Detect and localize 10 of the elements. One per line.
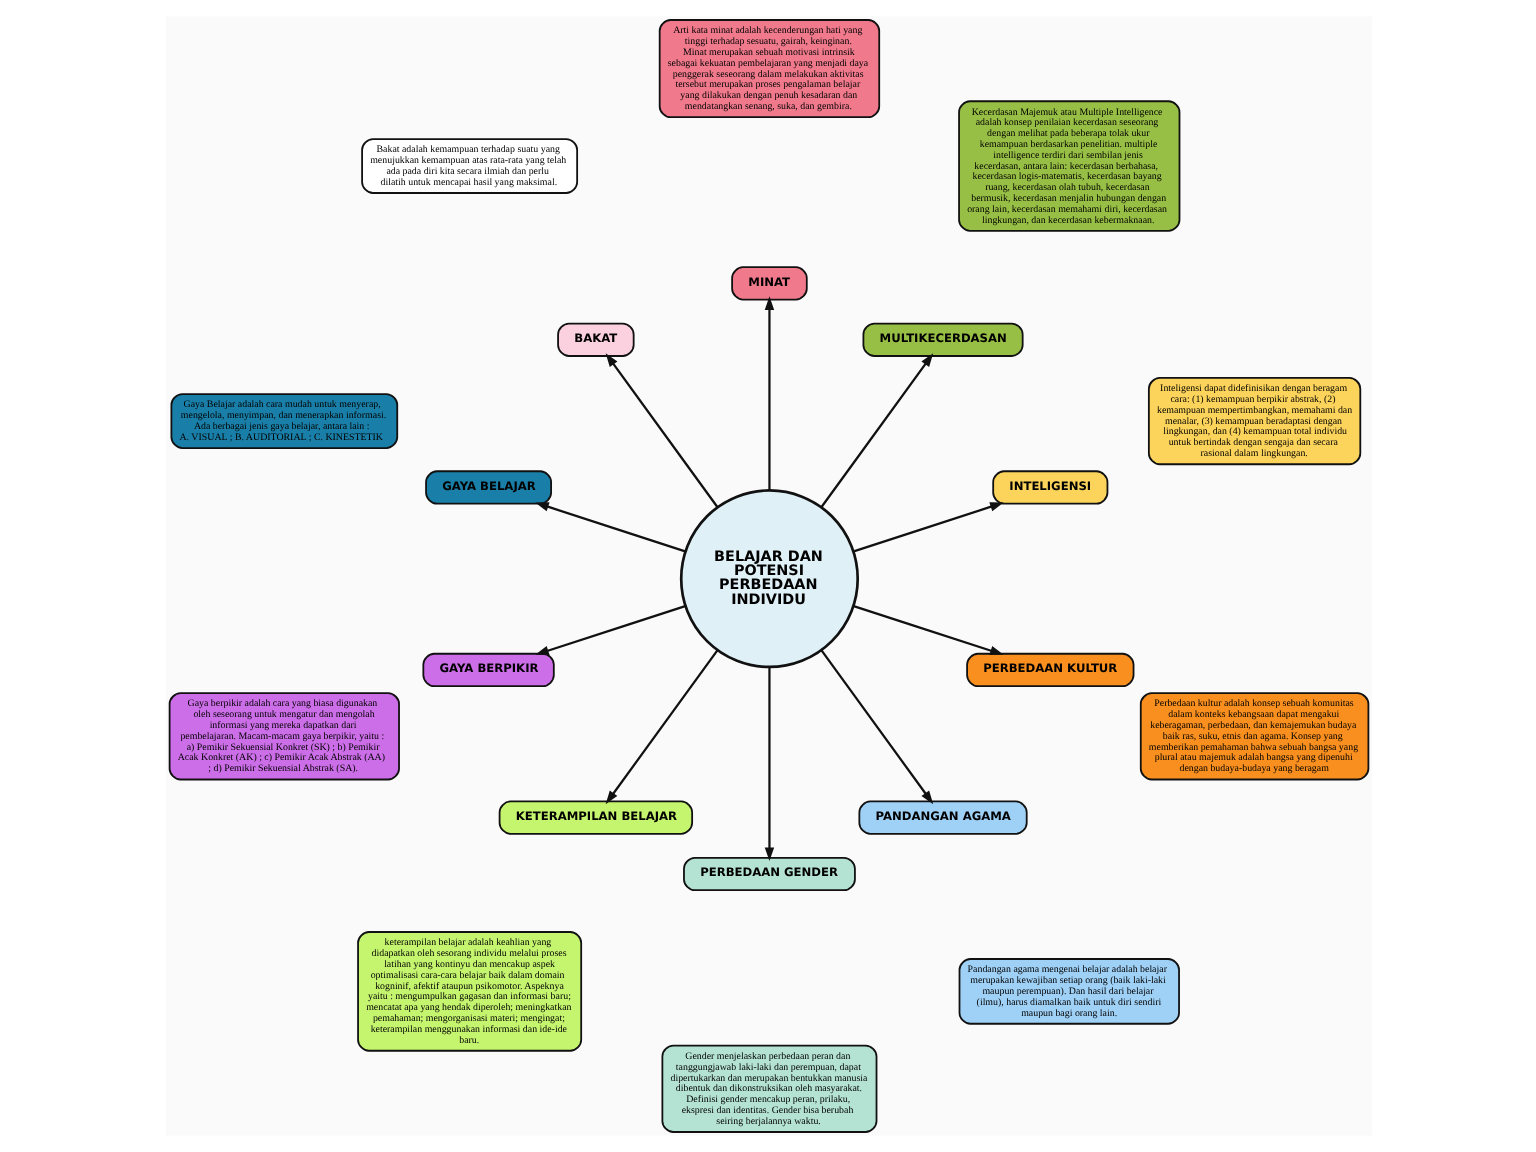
arrow [819,353,933,508]
arrow [852,605,1003,656]
arrow [763,667,774,862]
arrow [534,502,685,553]
arrow [763,296,774,491]
arrow [534,605,685,656]
arrow [852,502,1003,553]
arrow [819,649,933,805]
arrow [604,649,718,805]
arrow [604,353,718,508]
